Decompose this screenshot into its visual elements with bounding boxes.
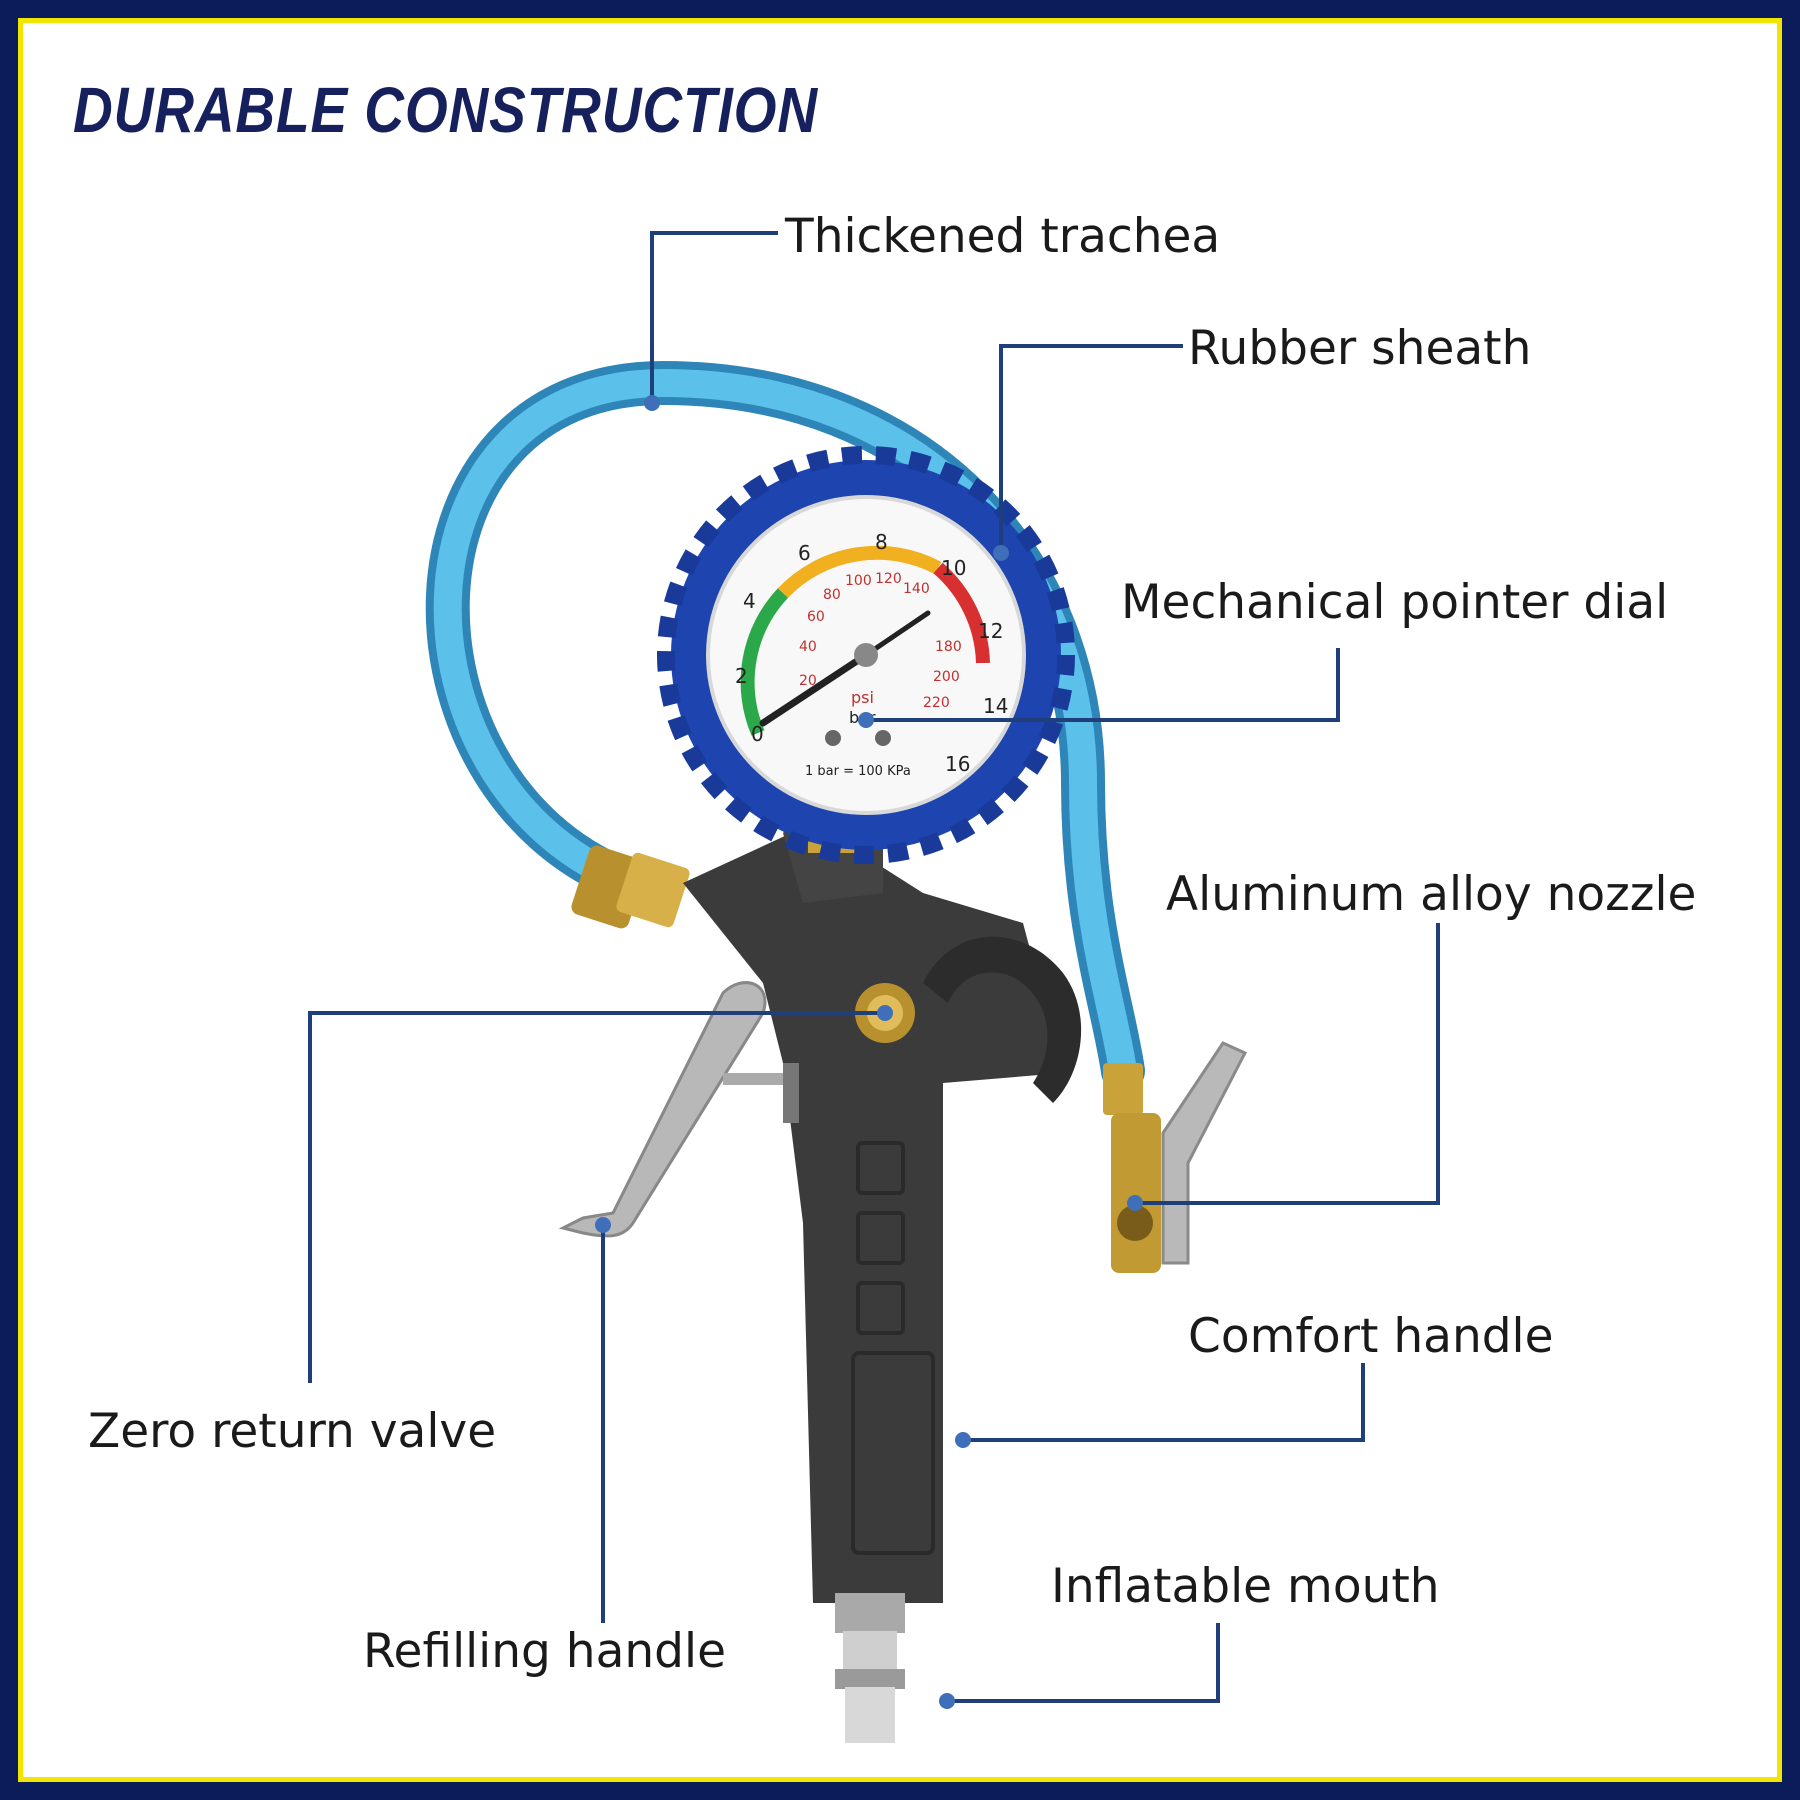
tire-inflator-illustration: 0 2 4 6 8 10 12 14 16 20 40 60 80 100 12… — [308, 231, 1440, 1743]
leader-inflatable-mouth — [947, 1623, 1220, 1703]
gauge-psi-tick: 60 — [807, 609, 825, 625]
gauge-psi-tick: 40 — [799, 639, 817, 655]
gauge-bar-tick: 2 — [735, 664, 748, 688]
aluminum-nozzle — [1103, 1041, 1248, 1273]
gauge-psi-tick: 120 — [875, 571, 902, 587]
leader-nozzle — [1135, 923, 1440, 1205]
gauge-psi-tick: 80 — [823, 587, 841, 603]
gauge-psi-tick: 20 — [799, 673, 817, 689]
gauge-bar-tick: 8 — [875, 530, 888, 554]
label-rubber-sheath: Rubber sheath — [1188, 321, 1532, 376]
gauge-psi-tick: 140 — [903, 581, 930, 597]
diagram-panel: DURABLE CONSTRUCTION — [18, 18, 1782, 1782]
gauge-footnote: 1 bar = 100 KPa — [805, 764, 911, 779]
gauge-bar-tick: 14 — [983, 694, 1008, 718]
gauge-bar-tick: 0 — [751, 722, 764, 746]
leader-thickened-trachea — [650, 231, 778, 403]
gauge-bar-tick: 12 — [978, 619, 1003, 643]
leader-rubber-sheath — [999, 344, 1183, 553]
gauge-markings: 0 2 4 6 8 10 12 14 16 20 40 60 80 100 12… — [735, 530, 1008, 779]
gauge-bar-tick: 4 — [743, 589, 756, 613]
leader-zero-return-valve — [308, 1011, 885, 1383]
label-refilling-handle: Refilling handle — [363, 1624, 726, 1679]
label-aluminum-nozzle: Aluminum alloy nozzle — [1166, 867, 1697, 922]
pressure-gauge-face — [706, 495, 1026, 815]
leader-pointer-dial — [866, 648, 1340, 722]
leader-dots — [595, 395, 1143, 1709]
inflatable-mouth-connector — [835, 1593, 905, 1743]
gauge-psi-tick: 220 — [923, 695, 950, 711]
gun-body — [683, 783, 1082, 1603]
label-inflatable-mouth: Inflatable mouth — [1051, 1559, 1440, 1614]
label-zero-return-valve: Zero return valve — [88, 1404, 497, 1459]
label-comfort-handle: Comfort handle — [1188, 1309, 1554, 1364]
leader-comfort-handle — [963, 1363, 1365, 1442]
label-pointer-dial: Mechanical pointer dial — [1121, 575, 1669, 630]
hose-brass-fitting — [571, 845, 690, 929]
air-hose-highlight — [433, 368, 1137, 1085]
label-thickened-trachea: Thickened trachea — [785, 209, 1221, 264]
gauge-psi-tick: 100 — [845, 573, 872, 589]
page-title: DURABLE CONSTRUCTION — [73, 74, 818, 146]
gauge-bar-tick: 10 — [941, 556, 966, 580]
gauge-unit-psi: psi — [851, 688, 874, 707]
gauge-bar-tick: 6 — [798, 541, 811, 565]
refilling-lever — [558, 981, 799, 1238]
gauge-bar-tick: 16 — [945, 752, 970, 776]
gauge-psi-tick: 180 — [935, 639, 962, 655]
leader-lines — [308, 231, 1440, 1703]
gauge-psi-tick: 200 — [933, 669, 960, 685]
